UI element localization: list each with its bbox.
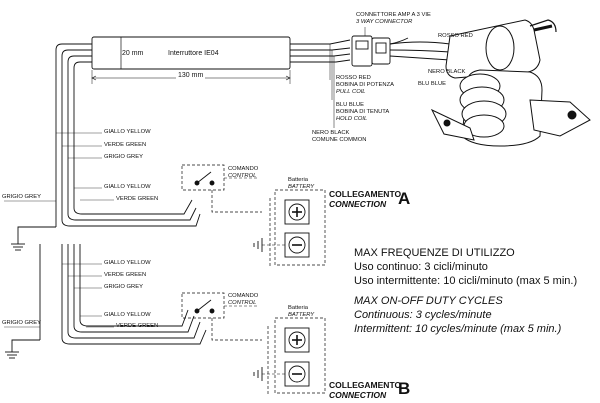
blue-wire-label: BLU BLUE xyxy=(336,102,365,108)
module-name: Interruttore IE04 xyxy=(168,50,219,57)
wire-label-yellow-b: GIALLO YELLOW xyxy=(104,260,151,266)
battery-label-en-b: BATTERY xyxy=(288,312,315,318)
amp-connector xyxy=(351,35,373,67)
blue-wire-desc-en: HOLD COIL xyxy=(336,116,368,122)
duty-line1-it: Uso continuo: 3 cicli/minuto xyxy=(354,261,488,273)
wire-label-yellow-b2: GIALLO YELLOW xyxy=(104,312,151,318)
connection-b-letter: B xyxy=(398,379,411,398)
wire-label-yellow-2: GIALLO YELLOW xyxy=(104,184,151,190)
control-label-en: CONTROL xyxy=(228,173,257,179)
red-wire-label: ROSSO RED xyxy=(336,75,371,81)
wire-red-top-label: ROSSO RED xyxy=(438,33,473,39)
duty-title-it: MAX FREQUENZE DI UTILIZZO xyxy=(354,247,515,259)
control-label-en-b: CONTROL xyxy=(228,300,257,306)
connection-a-it: COLLEGAMENTO xyxy=(329,189,402,199)
battery-label-it: Batteria xyxy=(288,177,308,183)
red-wire-desc-en: PULL COIL xyxy=(336,89,366,95)
connection-b-en: CONNECTION xyxy=(329,390,387,400)
wire-label-green-2: VERDE GREEN xyxy=(116,196,159,202)
black-wire-label: NERO BLACK xyxy=(312,130,350,136)
wire-label-grey: GRIGIO GREY xyxy=(104,154,143,160)
module-width-label: 20 mm xyxy=(122,50,144,57)
solenoid-drawing xyxy=(430,19,591,147)
duty-title-en: MAX ON-OFF DUTY CYCLES xyxy=(354,295,503,307)
module-length-label: 130 mm xyxy=(176,72,206,79)
duty-line2-it: Uso intermittente: 10 cicli/minuto (max … xyxy=(354,275,578,287)
wire-label-green-b2: VERDE GREEN xyxy=(116,323,159,329)
wire-label-grey-ground-b: GRIGIO GREY xyxy=(2,320,41,326)
black-wire-desc: COMUNE COMMON xyxy=(312,137,367,143)
red-wire-desc-it: BOBINA DI POTENZA xyxy=(336,82,394,88)
battery-label-en: BATTERY xyxy=(288,184,315,190)
wire-label-green: VERDE GREEN xyxy=(104,142,147,148)
wire-label-grey-b: GRIGIO GREY xyxy=(104,284,143,290)
wire-blue-label: BLU BLUE xyxy=(418,81,447,87)
connection-a-en: CONNECTION xyxy=(329,199,387,209)
control-label-it: COMANDO xyxy=(228,166,259,172)
connection-a-letter: A xyxy=(398,189,411,208)
wire-label-green-b: VERDE GREEN xyxy=(104,272,147,278)
connector-label-it: CONNETTORE AMP A 3 VIE xyxy=(356,12,431,18)
wire-label-grey-ground: GRIGIO GREY xyxy=(2,194,41,200)
connection-b-it: COLLEGAMENTO xyxy=(329,380,402,390)
duty-line2-en: Intermittent: 10 cycles/minute (max 5 mi… xyxy=(354,323,562,335)
connector-label-en: 3 WAY CONNECTOR xyxy=(356,19,413,25)
duty-line1-en: Continuous: 3 cycles/minute xyxy=(354,309,492,321)
ie04-module xyxy=(91,36,291,70)
control-label-it-b: COMANDO xyxy=(228,293,259,299)
battery-label-it-b: Batteria xyxy=(288,305,308,311)
blue-wire-desc-it: BOBINA DI TENUTA xyxy=(336,109,390,115)
wire-label-yellow: GIALLO YELLOW xyxy=(104,129,151,135)
wire-black-label: NERO BLACK xyxy=(428,69,466,75)
